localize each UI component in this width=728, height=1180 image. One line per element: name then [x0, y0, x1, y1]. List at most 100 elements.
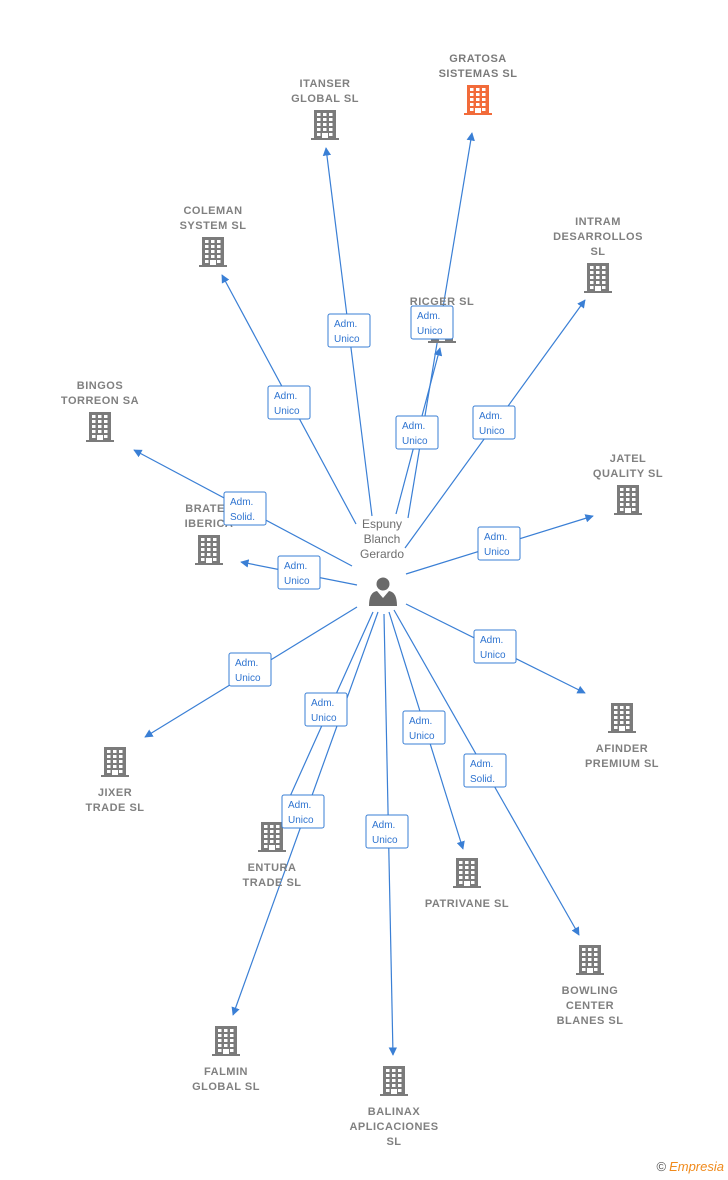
node-label: GLOBAL SL: [291, 93, 359, 105]
node-label: PATRIVANE SL: [425, 898, 509, 910]
role-badge: Adm. Unico: [477, 526, 521, 561]
role-badge: Adm. Unico: [327, 313, 371, 348]
node-itanser[interactable]: ITANSER GLOBAL SL: [291, 78, 359, 140]
node-label: BALINAX: [368, 1106, 421, 1118]
node-label: DESARROLLOS: [553, 231, 643, 243]
building-icon: [212, 1026, 240, 1056]
role-text: Unico: [484, 547, 510, 558]
building-icon: [101, 747, 129, 777]
role-text: Unico: [284, 576, 310, 587]
role-badge: Adm. Unico: [277, 555, 321, 590]
role-text: Adm.: [470, 759, 493, 770]
role-text: Adm.: [274, 391, 297, 402]
building-icon: [380, 1066, 408, 1096]
role-text: Adm.: [334, 319, 357, 330]
role-text: Adm.: [372, 820, 395, 831]
person-icon: [369, 577, 397, 606]
role-badge: Adm. Unico: [365, 814, 409, 849]
node-afinder[interactable]: AFINDER PREMIUM SL: [585, 703, 659, 770]
role-text: Unico: [417, 326, 443, 337]
role-badge: Adm. Unico: [402, 710, 446, 745]
role-text: Unico: [274, 406, 300, 417]
role-badge: Adm.Solid.: [223, 491, 267, 526]
node-balinax[interactable]: BALINAX APLICACIONES SL: [349, 1066, 438, 1148]
node-label: BRATEX: [185, 503, 233, 515]
role-badge: Adm. Unico: [267, 385, 311, 420]
footer-brand[interactable]: ©Empresia: [656, 1159, 724, 1174]
role-text: Adm.: [479, 411, 502, 422]
node-label: JATEL: [610, 453, 647, 465]
role-badge: Adm. Unico: [473, 629, 517, 664]
role-text: Adm.: [311, 698, 334, 709]
building-icon: [311, 110, 339, 140]
building-icon: [608, 703, 636, 733]
node-label: COLEMAN: [183, 205, 242, 217]
role-text: Unico: [235, 673, 261, 684]
node-label: QUALITY SL: [593, 468, 663, 480]
building-icon: [576, 945, 604, 975]
node-label: FALMIN: [204, 1066, 248, 1078]
role-text: Unico: [479, 426, 505, 437]
role-badge: Adm.Unico: [410, 305, 454, 340]
node-coleman[interactable]: COLEMAN SYSTEM SL: [180, 205, 247, 267]
building-icon: [584, 263, 612, 293]
node-label: TRADE SL: [243, 877, 302, 889]
role-text: Adm.: [484, 532, 507, 543]
center-label: Espuny: [362, 517, 402, 531]
building-icon: [464, 85, 492, 115]
role-text: Adm.: [284, 561, 307, 572]
node-label: PREMIUM SL: [585, 758, 659, 770]
node-bingos[interactable]: BINGOS TORREON SA: [61, 380, 139, 442]
role-badge: Adm. Solid.: [463, 753, 507, 788]
role-badge: Adm. Unico: [472, 405, 516, 440]
node-label: BOWLING: [562, 985, 619, 997]
role-text: Solid.: [470, 774, 495, 785]
edges-layer: [133, 132, 594, 1056]
node-label: GLOBAL SL: [192, 1081, 260, 1093]
node-label: AFINDER: [596, 743, 648, 755]
node-falmin[interactable]: FALMIN GLOBAL SL: [192, 1026, 260, 1093]
role-badge: Adm.Unico: [281, 794, 325, 829]
role-text: Unico: [480, 650, 506, 661]
role-text: Unico: [334, 334, 360, 345]
center-label: Gerardo: [360, 547, 404, 561]
node-label: RICGER SL: [410, 296, 474, 308]
center-label: Blanch: [364, 532, 401, 546]
role-text: Adm.: [480, 635, 503, 646]
node-label: SYSTEM SL: [180, 220, 247, 232]
building-icon: [86, 412, 114, 442]
role-badge: Adm. Unico: [395, 415, 439, 450]
node-label: INTRAM: [575, 216, 621, 228]
role-badge: Adm.Unico: [304, 692, 348, 727]
role-text: Adm.: [402, 421, 425, 432]
role-text: Adm.: [235, 658, 258, 669]
node-label: JIXER: [98, 787, 132, 799]
role-text: Adm.: [409, 716, 432, 727]
role-text: Solid.: [230, 512, 255, 523]
building-icon: [453, 858, 481, 888]
building-icon: [258, 822, 286, 852]
role-text: Adm.: [288, 800, 311, 811]
role-text: Unico: [372, 835, 398, 846]
node-label: GRATOSA: [449, 53, 507, 65]
node-label: ITANSER: [300, 78, 351, 90]
copyright-symbol: ©: [656, 1159, 667, 1174]
building-icon: [195, 535, 223, 565]
node-jatel[interactable]: JATEL QUALITY SL: [593, 453, 663, 515]
node-patrivane[interactable]: PATRIVANE SL: [425, 858, 509, 910]
role-text: Unico: [409, 731, 435, 742]
role-text: Unico: [402, 436, 428, 447]
node-label: SL: [386, 1136, 401, 1148]
node-label: TORREON SA: [61, 395, 139, 407]
node-label: BINGOS: [77, 380, 123, 392]
node-label: APLICACIONES: [349, 1121, 438, 1133]
